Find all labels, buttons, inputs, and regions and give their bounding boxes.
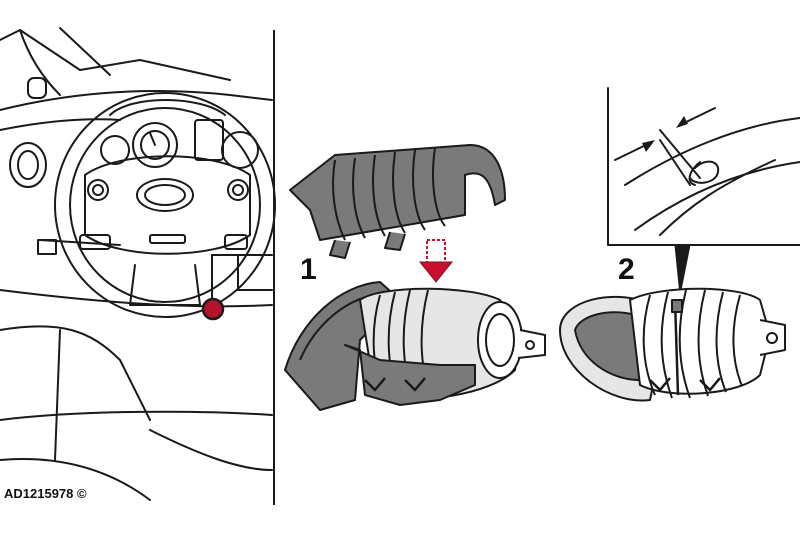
step-2-label: 2 — [618, 253, 635, 286]
dashboard-view — [0, 27, 276, 501]
step-1-label: 1 — [300, 253, 317, 286]
step-2-boot-assembly — [559, 287, 786, 402]
step-1-boot-upper — [289, 144, 506, 259]
dimension-arrow-icon — [642, 116, 688, 152]
figure-code: AD1215978 © — [4, 486, 87, 501]
down-arrow-icon — [418, 239, 454, 283]
locator-dot-icon — [201, 297, 225, 321]
detail-pointer — [674, 244, 691, 296]
step-1-boot-assembly — [284, 281, 546, 411]
detail-inset — [607, 87, 800, 246]
